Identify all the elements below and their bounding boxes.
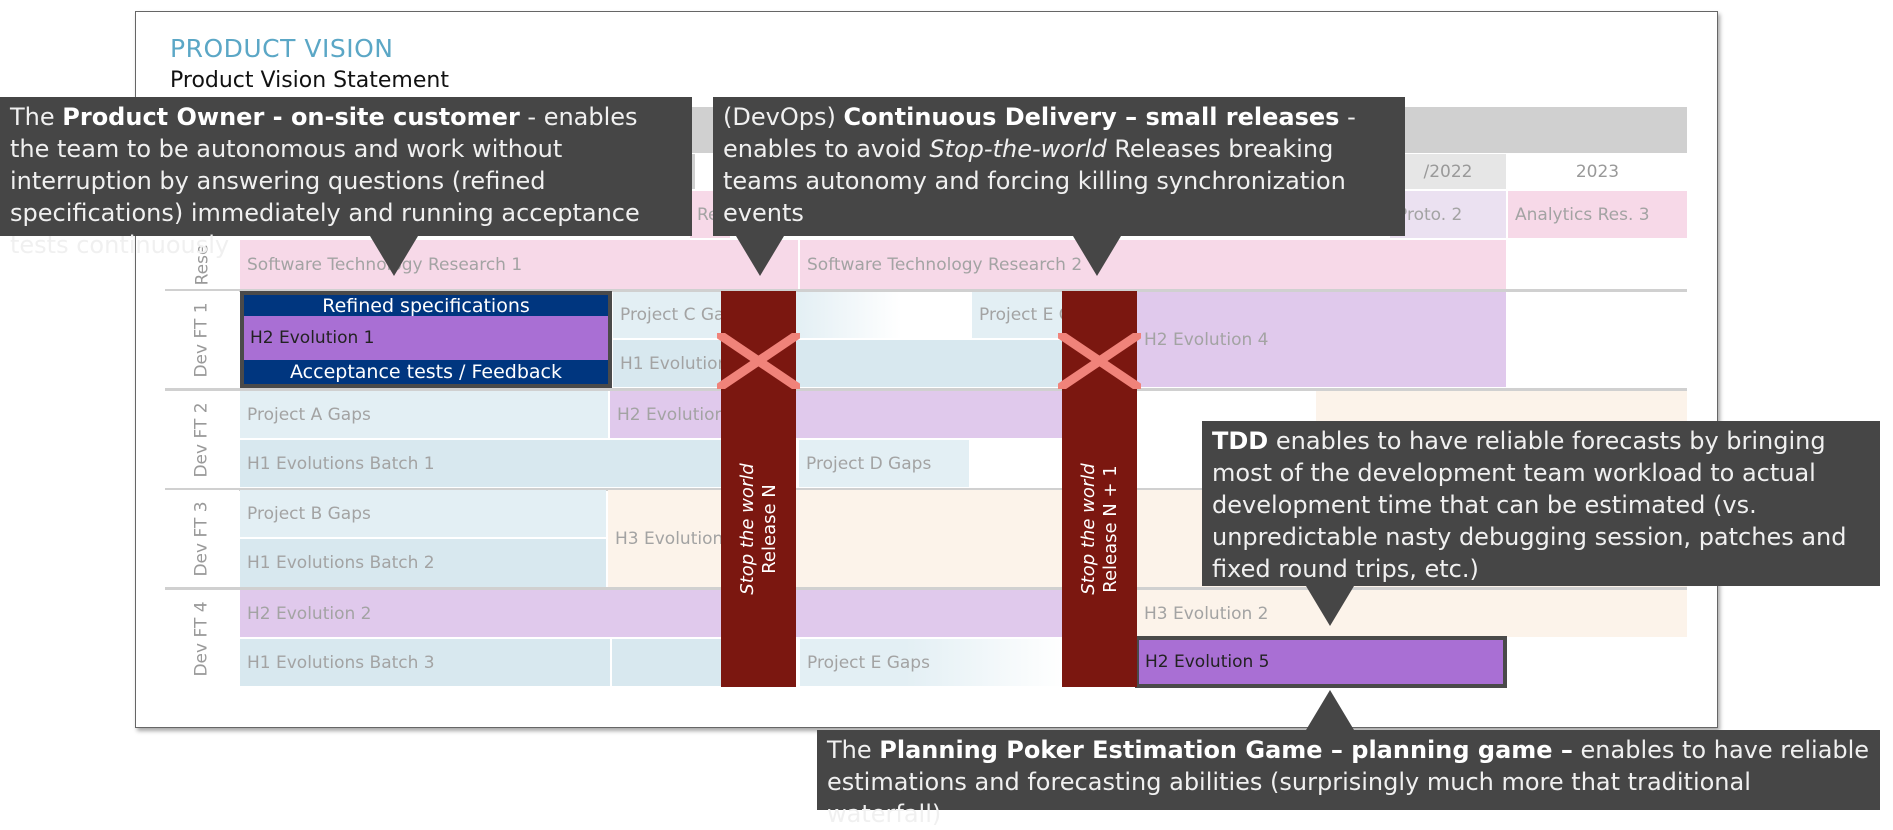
bar-h1-evolutions-batch-2[interactable]: H1 Evolutions Batch 2	[240, 539, 606, 587]
bar-proto-2[interactable]: Proto. 2	[1390, 191, 1506, 238]
release-name: Release N	[758, 483, 780, 574]
callout-text: The	[827, 736, 880, 764]
lane-label-research: Rese	[165, 240, 239, 289]
bar-project-e-gaps-ft1[interactable]: Project E Gaps	[972, 292, 1064, 338]
bar-h2-evolution-1[interactable]: H2 Evolution 1	[244, 316, 608, 360]
cross-icon	[717, 333, 800, 389]
bar-h1-evolutions[interactable]: H1 Evolutions	[613, 340, 723, 387]
bar-project-e-gaps-ft4[interactable]: Project E Gaps	[800, 639, 1064, 686]
lane-separator	[165, 488, 1687, 491]
bar-sw-tech-research-1[interactable]: Software Technology Research 1	[240, 240, 798, 289]
lane-label-text: Dev FT 1	[192, 301, 213, 378]
bar-h2-evolution[interactable]: H2 Evolution	[610, 391, 1064, 438]
highlight-h2-evolution-1: Refined specifications H2 Evolution 1 Ac…	[240, 291, 612, 388]
lane-label-text: Dev FT 3	[192, 500, 213, 577]
lane-label-devft3: Dev FT 3	[165, 490, 239, 587]
lane-label-devft4: Dev FT 4	[165, 590, 239, 687]
bar-h2-evolution-2[interactable]: H2 Evolution 2	[240, 590, 1064, 637]
release-stop-text: Stop the world	[1077, 462, 1099, 595]
year-header-2022: /2022	[1390, 154, 1506, 189]
bar-h1-batch-3-cont	[612, 639, 723, 686]
callout-product-owner: The Product Owner - on-site customer - e…	[0, 97, 692, 259]
release-name: Release N + 1	[1099, 464, 1121, 593]
callout-planning-poker: The Planning Poker Estimation Game – pla…	[817, 730, 1880, 828]
bar-project-c-gaps[interactable]: Project C Gaps	[613, 292, 723, 338]
callout-italic: Stop-the-world	[929, 135, 1107, 163]
bar-project-a-gaps[interactable]: Project A Gaps	[240, 391, 608, 438]
callout-bold: Planning Poker Estimation Game – plannin…	[879, 736, 1573, 764]
bar-project-d-gaps[interactable]: Project D Gaps	[799, 440, 969, 487]
callout-text: enables to have reliable estimations and…	[827, 736, 1870, 828]
lane-label-devft1: Dev FT 1	[165, 291, 239, 388]
lane-label-text: Dev FT 2	[192, 401, 213, 478]
lane-separator	[165, 587, 1687, 590]
lane-separator	[165, 388, 1687, 391]
callout-pointer	[1306, 586, 1354, 626]
acceptance-tests-label: Acceptance tests / Feedback	[244, 360, 608, 384]
callout-tdd: TDD enables to have reliable forecasts b…	[1202, 421, 1880, 586]
highlight-h2-evolution-5: H2 Evolution 5	[1135, 636, 1507, 688]
callout-continuous-delivery: (DevOps) Continuous Delivery – small rel…	[713, 97, 1405, 236]
bar-project-b-gaps[interactable]: Project B Gaps	[240, 490, 606, 537]
callout-bold: TDD	[1212, 427, 1269, 455]
callout-pointer	[1073, 236, 1121, 276]
callout-text: enables to have reliable forecasts by br…	[1212, 427, 1847, 583]
bar-h1-evolutions-cont	[796, 340, 1064, 387]
callout-pointer	[736, 236, 784, 276]
callout-pointer	[1306, 690, 1354, 730]
refined-specifications-label: Refined specifications	[244, 295, 608, 317]
cross-icon	[1058, 333, 1141, 389]
bar-h1-evolutions-batch-3[interactable]: H1 Evolutions Batch 3	[240, 639, 610, 686]
callout-text: (DevOps)	[723, 103, 844, 131]
bar-h1-evolutions-batch-1[interactable]: H1 Evolutions Batch 1	[240, 440, 723, 487]
release-stop-text: Stop the world	[736, 462, 758, 595]
page-title: PRODUCT VISION	[170, 34, 394, 63]
callout-text: Releases breaking teams autonomy and for…	[723, 135, 1346, 227]
callout-text: - enables the team to be autonomous and …	[10, 103, 640, 259]
page-subtitle: Product Vision Statement	[170, 68, 449, 93]
lane-separator	[165, 289, 1687, 292]
callout-bold: Product Owner - on-site customer	[62, 103, 520, 131]
bar-h2-evolution-5[interactable]: H2 Evolution 5	[1139, 640, 1503, 684]
bar-h3-evolution-2[interactable]: H3 Evolution 2	[1137, 590, 1687, 637]
callout-pointer	[370, 236, 418, 276]
callout-bold: Continuous Delivery – small releases	[843, 103, 1340, 131]
callout-text: - enables to avoid	[723, 103, 1356, 163]
year-header-2023: 2023	[1508, 154, 1687, 189]
bar-sw-tech-research-2[interactable]: Software Technology Research 2	[800, 240, 1506, 289]
bar-analytics-res-3[interactable]: Analytics Res. 3	[1508, 191, 1687, 238]
fade-gap	[796, 292, 972, 338]
callout-text: The	[10, 103, 63, 131]
lane-label-text: Dev FT 4	[192, 600, 213, 677]
bar-h2-evolution-4[interactable]: H2 Evolution 4	[1137, 292, 1506, 387]
lane-label-devft2: Dev FT 2	[165, 391, 239, 488]
